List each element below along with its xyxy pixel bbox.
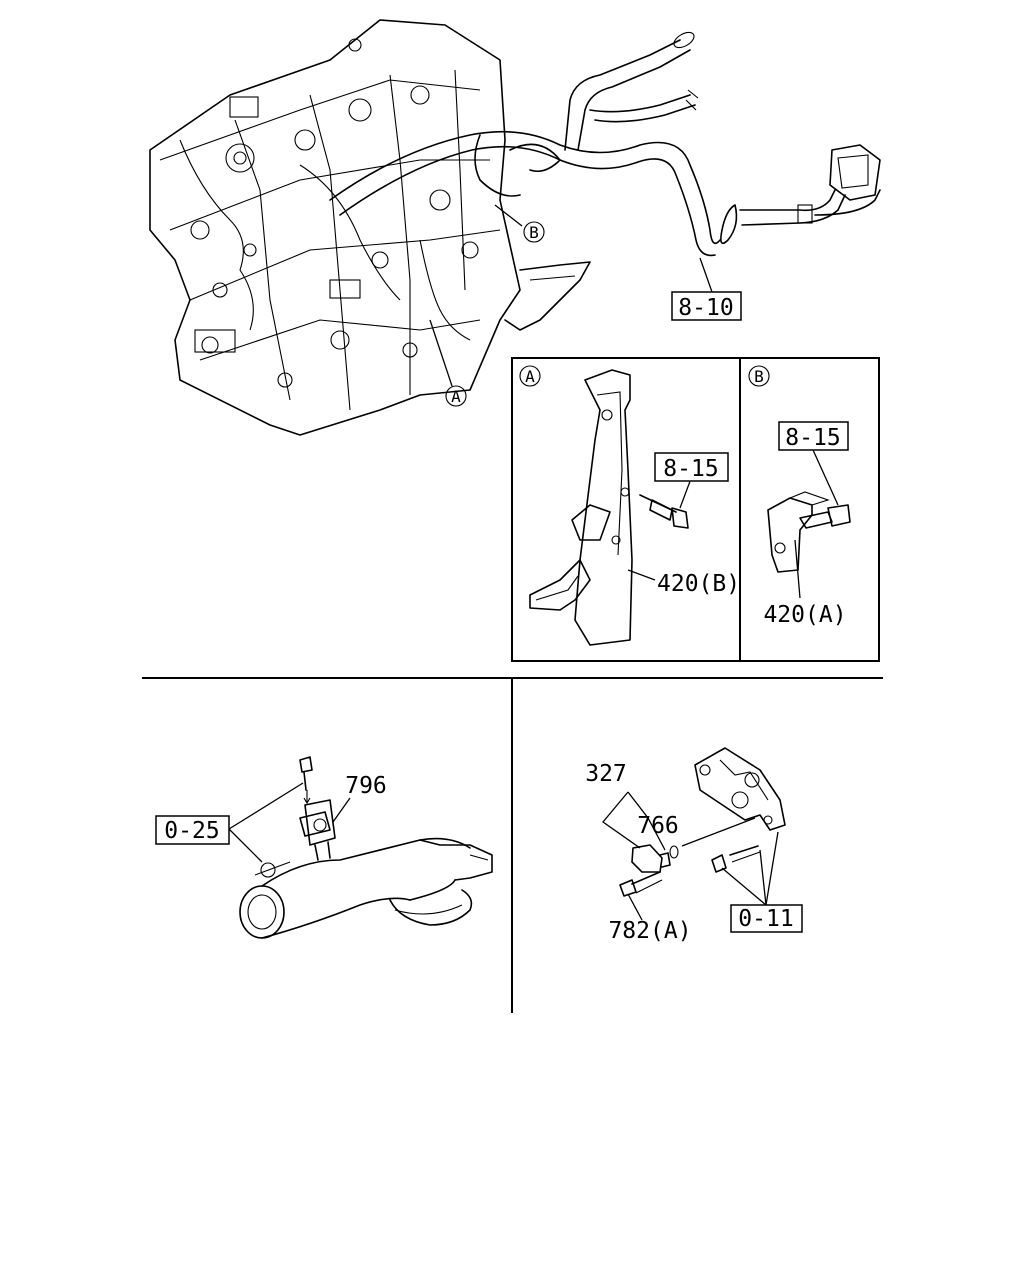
oring-766-illustration: [669, 845, 679, 859]
marker-a-on-engine: A: [429, 319, 467, 407]
bolt-b-callout: 8-15: [778, 421, 849, 506]
studs-0-11-part-number: 0-11: [738, 906, 793, 932]
nut-0-25-part-number: 0-25: [164, 818, 219, 844]
oring-766-callout: 766: [637, 813, 756, 847]
bolt-a-part-number: 8-15: [663, 456, 718, 482]
bolt-782a-part-number: 782(A): [608, 918, 691, 944]
bolt-b-part-number: 8-15: [785, 425, 840, 451]
detail-b-header: B: [748, 365, 770, 387]
harness-callout-box: [671, 291, 742, 321]
sensor-327-part-number: 327: [585, 761, 627, 787]
bolt-0-25-illustration: [299, 756, 313, 805]
detail-b-letter: B: [754, 367, 764, 386]
sensor-796-illustration: [299, 799, 336, 861]
bolt-a-callout: 8-15: [654, 452, 729, 509]
bracket-b-part-number: 420(B): [657, 571, 740, 597]
coolant-pipe-illustration: [239, 837, 493, 939]
detail-a-header: A: [519, 365, 541, 387]
engine-cover-illustration: [694, 747, 786, 831]
bolt-b-illustration: [799, 504, 851, 529]
sensor-796-callout: 796: [332, 773, 387, 823]
studs-0-11-illustration: [711, 845, 761, 873]
detail-a-letter: A: [525, 367, 535, 386]
bracket-420a-illustration: [767, 491, 830, 573]
harness-part-number: 8-10: [678, 295, 733, 321]
marker-b-on-engine: B: [494, 204, 545, 243]
bracket-a-part-number: 420(A): [763, 602, 846, 628]
engine-block-illustration: [149, 19, 591, 436]
studs-0-11-callout: 0-11: [721, 831, 803, 933]
bolt-a-illustration: [639, 494, 689, 529]
bracket-b-callout: 420(B): [627, 569, 740, 597]
sensor-327-callout: 327: [585, 761, 666, 851]
bracket-420b-illustration: [529, 369, 633, 646]
bolt-782a-callout: 782(A): [608, 893, 692, 944]
nut-0-25-callout: 0-25: [155, 782, 304, 863]
bracket-a-callout: 420(A): [763, 539, 847, 628]
sensor-796-part-number: 796: [345, 773, 387, 799]
oring-766-part-number: 766: [637, 813, 679, 839]
harness-callout: 8-10: [671, 257, 742, 321]
marker-b-letter: B: [529, 223, 539, 242]
bolt-782a-illustration: [619, 871, 663, 897]
marker-a-letter: A: [451, 387, 461, 406]
detail-frame: [511, 357, 880, 662]
wiring-harness-illustration: [329, 31, 881, 257]
